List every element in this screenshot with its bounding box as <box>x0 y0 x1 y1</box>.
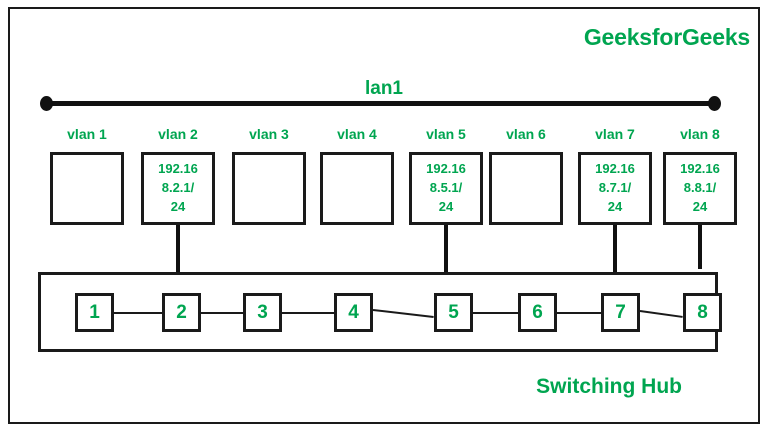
vlan-ip-line: 192.16 <box>158 161 198 176</box>
vlan-box[interactable]: 192.16 8.2.1/24 <box>141 152 215 225</box>
hub-port-3[interactable]: 3 <box>243 293 282 332</box>
vlan-box[interactable] <box>232 152 306 225</box>
vlan-ip-line: 24 <box>170 199 186 214</box>
hub-port-5[interactable]: 5 <box>434 293 473 332</box>
vlan-ip-line: 8.7.1/ <box>598 180 632 195</box>
outer-border <box>8 7 760 424</box>
vlan-node-7[interactable]: vlan 7 192.16 8.7.1/24 <box>578 126 652 225</box>
vlan-ip-line: 192.16 <box>680 161 720 176</box>
vlan-box[interactable] <box>50 152 124 225</box>
port-link-6-to-7 <box>557 312 601 314</box>
brand-watermark: GeeksforGeeks <box>583 24 750 50</box>
vlan-box[interactable] <box>320 152 394 225</box>
vlan-label: vlan 4 <box>337 126 377 142</box>
vlan-node-6[interactable]: vlan 6 <box>489 126 563 225</box>
vlan-ip-address: 192.16 8.5.1/24 <box>412 159 480 218</box>
port-link-1-to-2 <box>114 312 162 314</box>
switching-hub-caption: Switching Hub <box>536 375 682 398</box>
vlan-ip-line: 24 <box>607 199 623 214</box>
vlan-box[interactable]: 192.16 8.8.1/24 <box>663 152 737 225</box>
vlan-label: vlan 7 <box>595 126 635 142</box>
vlan-ip-address: 192.16 8.8.1/24 <box>666 159 734 218</box>
vlan-node-4[interactable]: vlan 4 <box>320 126 394 225</box>
port-link-5-to-6 <box>473 312 518 314</box>
hub-port-1[interactable]: 1 <box>75 293 114 332</box>
hub-port-6[interactable]: 6 <box>518 293 557 332</box>
vlan-node-8[interactable]: vlan 8 192.16 8.8.1/24 <box>663 126 737 225</box>
vlan-ip-line: 24 <box>438 199 454 214</box>
vlan-label: vlan 5 <box>426 126 466 142</box>
hub-port-2[interactable]: 2 <box>162 293 201 332</box>
vlan-ip-line: 192.16 <box>426 161 466 176</box>
vlan-label: vlan 6 <box>506 126 546 142</box>
vlan-ip-line: 24 <box>692 199 708 214</box>
vlan-ip-line: 8.2.1/ <box>161 180 195 195</box>
bus-endpoint-dot-left <box>40 96 53 111</box>
vlan-node-1[interactable]: vlan 1 <box>50 126 124 225</box>
vlan-hub-connector-8 <box>698 225 702 269</box>
vlan-ip-address: 192.16 8.7.1/24 <box>581 159 649 218</box>
vlan-ip-line: 192.16 <box>595 161 635 176</box>
port-link-2-to-3 <box>201 312 243 314</box>
lan-bus-line <box>48 101 716 106</box>
vlan-box[interactable] <box>489 152 563 225</box>
vlan-label: vlan 8 <box>680 126 720 142</box>
vlan-box[interactable]: 192.16 8.7.1/24 <box>578 152 652 225</box>
hub-port-7[interactable]: 7 <box>601 293 640 332</box>
vlan-label: vlan 3 <box>249 126 289 142</box>
hub-port-8[interactable]: 8 <box>683 293 722 332</box>
vlan-hub-connector-7 <box>613 225 617 275</box>
vlan-ip-address: 192.16 8.2.1/24 <box>144 159 212 218</box>
vlan-node-3[interactable]: vlan 3 <box>232 126 306 225</box>
hub-port-4[interactable]: 4 <box>334 293 373 332</box>
vlan-hub-connector-2 <box>176 225 180 275</box>
vlan-ip-line: 8.5.1/ <box>429 180 463 195</box>
lan-bus-label: lan1 <box>364 78 404 99</box>
port-link-3-to-4 <box>282 312 334 314</box>
vlan-box[interactable]: 192.16 8.5.1/24 <box>409 152 483 225</box>
bus-endpoint-dot-right <box>708 96 721 111</box>
vlan-label: vlan 1 <box>67 126 107 142</box>
vlan-ip-line: 8.8.1/ <box>683 180 717 195</box>
vlan-hub-connector-5 <box>444 225 448 275</box>
vlan-node-2[interactable]: vlan 2 192.16 8.2.1/24 <box>141 126 215 225</box>
vlan-node-5[interactable]: vlan 5 192.16 8.5.1/24 <box>409 126 483 225</box>
vlan-label: vlan 2 <box>158 126 198 142</box>
